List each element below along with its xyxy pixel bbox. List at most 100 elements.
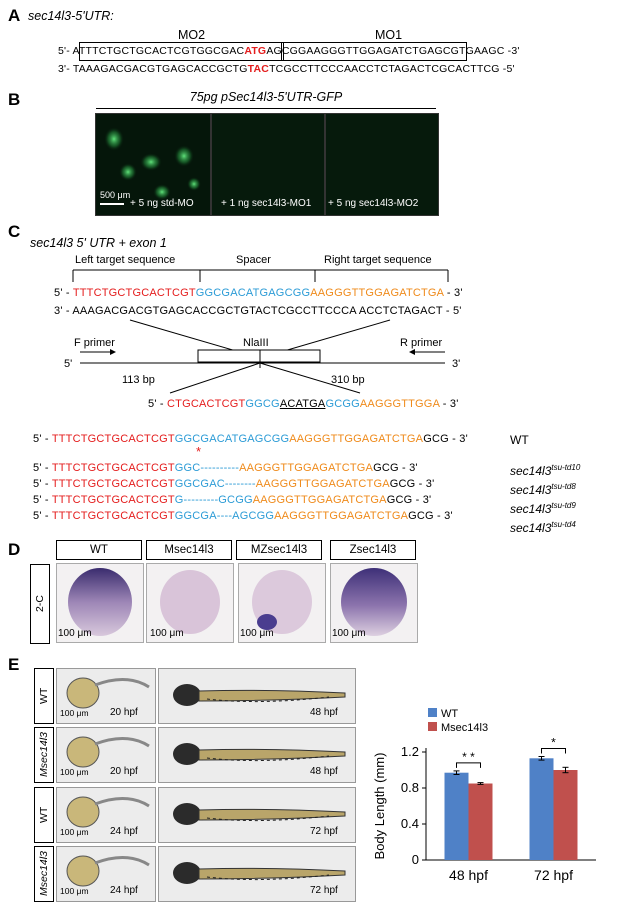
seq-bot-prefix: 3'-	[58, 63, 70, 75]
allele-name: sec14l3tsu-td4	[510, 517, 580, 536]
gfp-image-mo1	[211, 113, 325, 216]
allele-red: TTTCTGCTGCACTCGT	[51, 510, 175, 522]
nlaiii-label: NlaIII	[243, 337, 269, 349]
allele-gene: sec14l3	[510, 521, 552, 535]
e-time-early: 24 hpf	[110, 826, 138, 837]
e-scale-early: 100 μm	[60, 767, 89, 777]
allele-prefix: 5' -	[33, 510, 49, 522]
allele-tail: GCG - 3'	[373, 462, 418, 474]
insitu-m	[146, 563, 234, 643]
allele-orange: AAGGGTTGGAGATCTGA	[252, 494, 387, 506]
allele-tail: GCG - 3'	[389, 478, 435, 490]
e-time-early: 20 hpf	[110, 707, 138, 718]
target-bracket	[72, 269, 449, 282]
mo2-label: MO2	[178, 28, 206, 42]
c-seq1-red: TTTCTGCTGCACTCGT	[72, 287, 196, 299]
target-seq-bottom: 3' - AAAGACGACGTGAGCACCGCTGTACTCGCCTTCCC…	[54, 305, 462, 317]
bp-right: 310 bp	[331, 374, 365, 386]
zoom-blue2: GCGG	[325, 398, 360, 410]
d-header-mz: MZsec14l3	[236, 540, 322, 560]
e-time-late: 72 hpf	[310, 826, 338, 837]
e-time-early: 20 hpf	[110, 766, 138, 777]
allele-tail: GCG - 3'	[386, 494, 432, 506]
utr-seq-bottom: 3'- TAAAGACGACGTGAGCACCGCTGTACTCGCCTTCCC…	[58, 63, 515, 75]
seq-top-c: GCGTGAAGC	[434, 45, 505, 57]
d-header-z: Zsec14l3	[330, 540, 416, 560]
r-primer-label: R primer	[400, 337, 443, 349]
zoom-blue1: GGCG	[245, 398, 280, 410]
bar	[444, 772, 469, 860]
zoom-seq: 5' - CTGCACTCGTGGCGACATGAGCGGAAGGGTTGGA …	[148, 398, 459, 410]
y-axis-label: Body Length (mm)	[372, 753, 387, 860]
embryo-wt-graphic	[68, 568, 132, 636]
allele-orange: AAGGGTTGGAGATCTGA	[274, 510, 409, 522]
seq-top-prefix: 5'-	[58, 45, 70, 57]
panel-b-label: B	[8, 90, 21, 109]
gfp-caption-1: + 5 ng std-MO	[130, 198, 194, 209]
panel-b-bar	[96, 108, 436, 109]
allele-row: 5' - TTTCTGCTGCACTCGTG---------GCGGAAGGG…	[33, 494, 453, 510]
gene-map	[80, 319, 445, 394]
e-genotype-label: Msec14l3	[34, 727, 54, 783]
allele-tail: GCG - 3'	[423, 433, 468, 445]
embryo-mz-graphic	[252, 570, 312, 634]
allele-tail: GCG - 3'	[408, 510, 453, 522]
gfp-image-mo2	[325, 113, 439, 216]
allele-name: sec14l3tsu-td9	[510, 498, 580, 517]
c-seq1-prefix: 5' -	[54, 287, 70, 299]
zoom-orange: AAGGGTTGGA	[359, 398, 440, 410]
zoom-prefix: 5' -	[148, 398, 164, 410]
significance-label: *	[551, 736, 556, 750]
e-genotype-label: WT	[34, 668, 54, 724]
mo2-box	[79, 42, 284, 61]
e-larva-late	[158, 846, 356, 902]
allele-blue: GGC----------	[174, 462, 240, 474]
d-header-wt: WT	[56, 540, 142, 560]
allele-orange: AAGGGTTGGAGATCTGA	[239, 462, 374, 474]
allele-row: 5' - TTTCTGCTGCACTCGTGGCGACATGAGCGGAAGGG…	[33, 433, 468, 449]
d-header-m: Msec14l3	[146, 540, 232, 560]
complement-codon: TAC	[247, 63, 270, 75]
allele-blue: GGCGAC--------	[174, 478, 256, 490]
map-5prime: 5'	[64, 358, 73, 370]
e-embryo-early	[56, 668, 156, 724]
bar	[529, 758, 554, 860]
allele-blue: GGCGACATGAGCGG	[174, 433, 290, 445]
d-scale-1: 100 μm	[58, 628, 92, 639]
panel-c-label: C	[8, 222, 21, 241]
legend-swatch-m	[428, 722, 437, 731]
e-embryo-early	[56, 727, 156, 783]
legend-label-wt: WT	[441, 708, 459, 720]
utr-seq-top: 5'- ATTTCTGCTGCACTCGTGGCGACATGAGCGGAAGGG…	[58, 45, 520, 57]
gfp-scale-label: 500 μm	[100, 190, 131, 200]
seq-bot-suffix: -5'	[502, 63, 515, 75]
allele-orange: AAGGGTTGGAGATCTGA	[255, 478, 390, 490]
allele-sup: tsu-td9	[551, 501, 576, 510]
mo1-box	[281, 42, 467, 61]
insitu-z	[330, 563, 418, 643]
seq-bot-a: TAAAGACGACGTGAGCACCGCTG	[72, 63, 248, 75]
allele-red: TTTCTGCTGCACTCGT	[51, 433, 175, 445]
e-larva-late	[158, 668, 356, 724]
allele-names: sec14l3tsu-td10 sec14l3tsu-td8 sec14l3ts…	[510, 460, 580, 536]
significance-bracket	[456, 762, 481, 768]
seq-top-a: ATTTCTGCTGCACTCGTGGCGAC	[72, 45, 245, 57]
allele-gene: sec14l3	[510, 502, 552, 516]
allele-red: TTTCTGCTGCACTCGT	[51, 462, 175, 474]
insitu-wt	[56, 563, 144, 643]
f-primer-label: F primer	[74, 337, 115, 349]
panel-a-label: A	[8, 6, 21, 25]
seq-top-suffix: -3'	[507, 45, 520, 57]
c-seq1-suffix: - 3'	[446, 287, 463, 299]
gfp-scale-bar	[100, 203, 124, 205]
d-scale-4: 100 μm	[332, 628, 366, 639]
y-tick-label: 0.8	[401, 780, 419, 795]
panel-c-title: sec14l3 5' UTR + exon 1	[30, 236, 167, 250]
panel-b-title: 75pg pSec14l3-5'UTR-GFP	[189, 90, 343, 104]
embryo-z-graphic	[341, 568, 407, 636]
panel-e-label: E	[8, 655, 20, 674]
allele-row: 5' - TTTCTGCTGCACTCGTGGC----------AAGGGT…	[33, 462, 453, 478]
significance-bracket	[541, 748, 566, 754]
allele-prefix: 5' -	[33, 433, 49, 445]
